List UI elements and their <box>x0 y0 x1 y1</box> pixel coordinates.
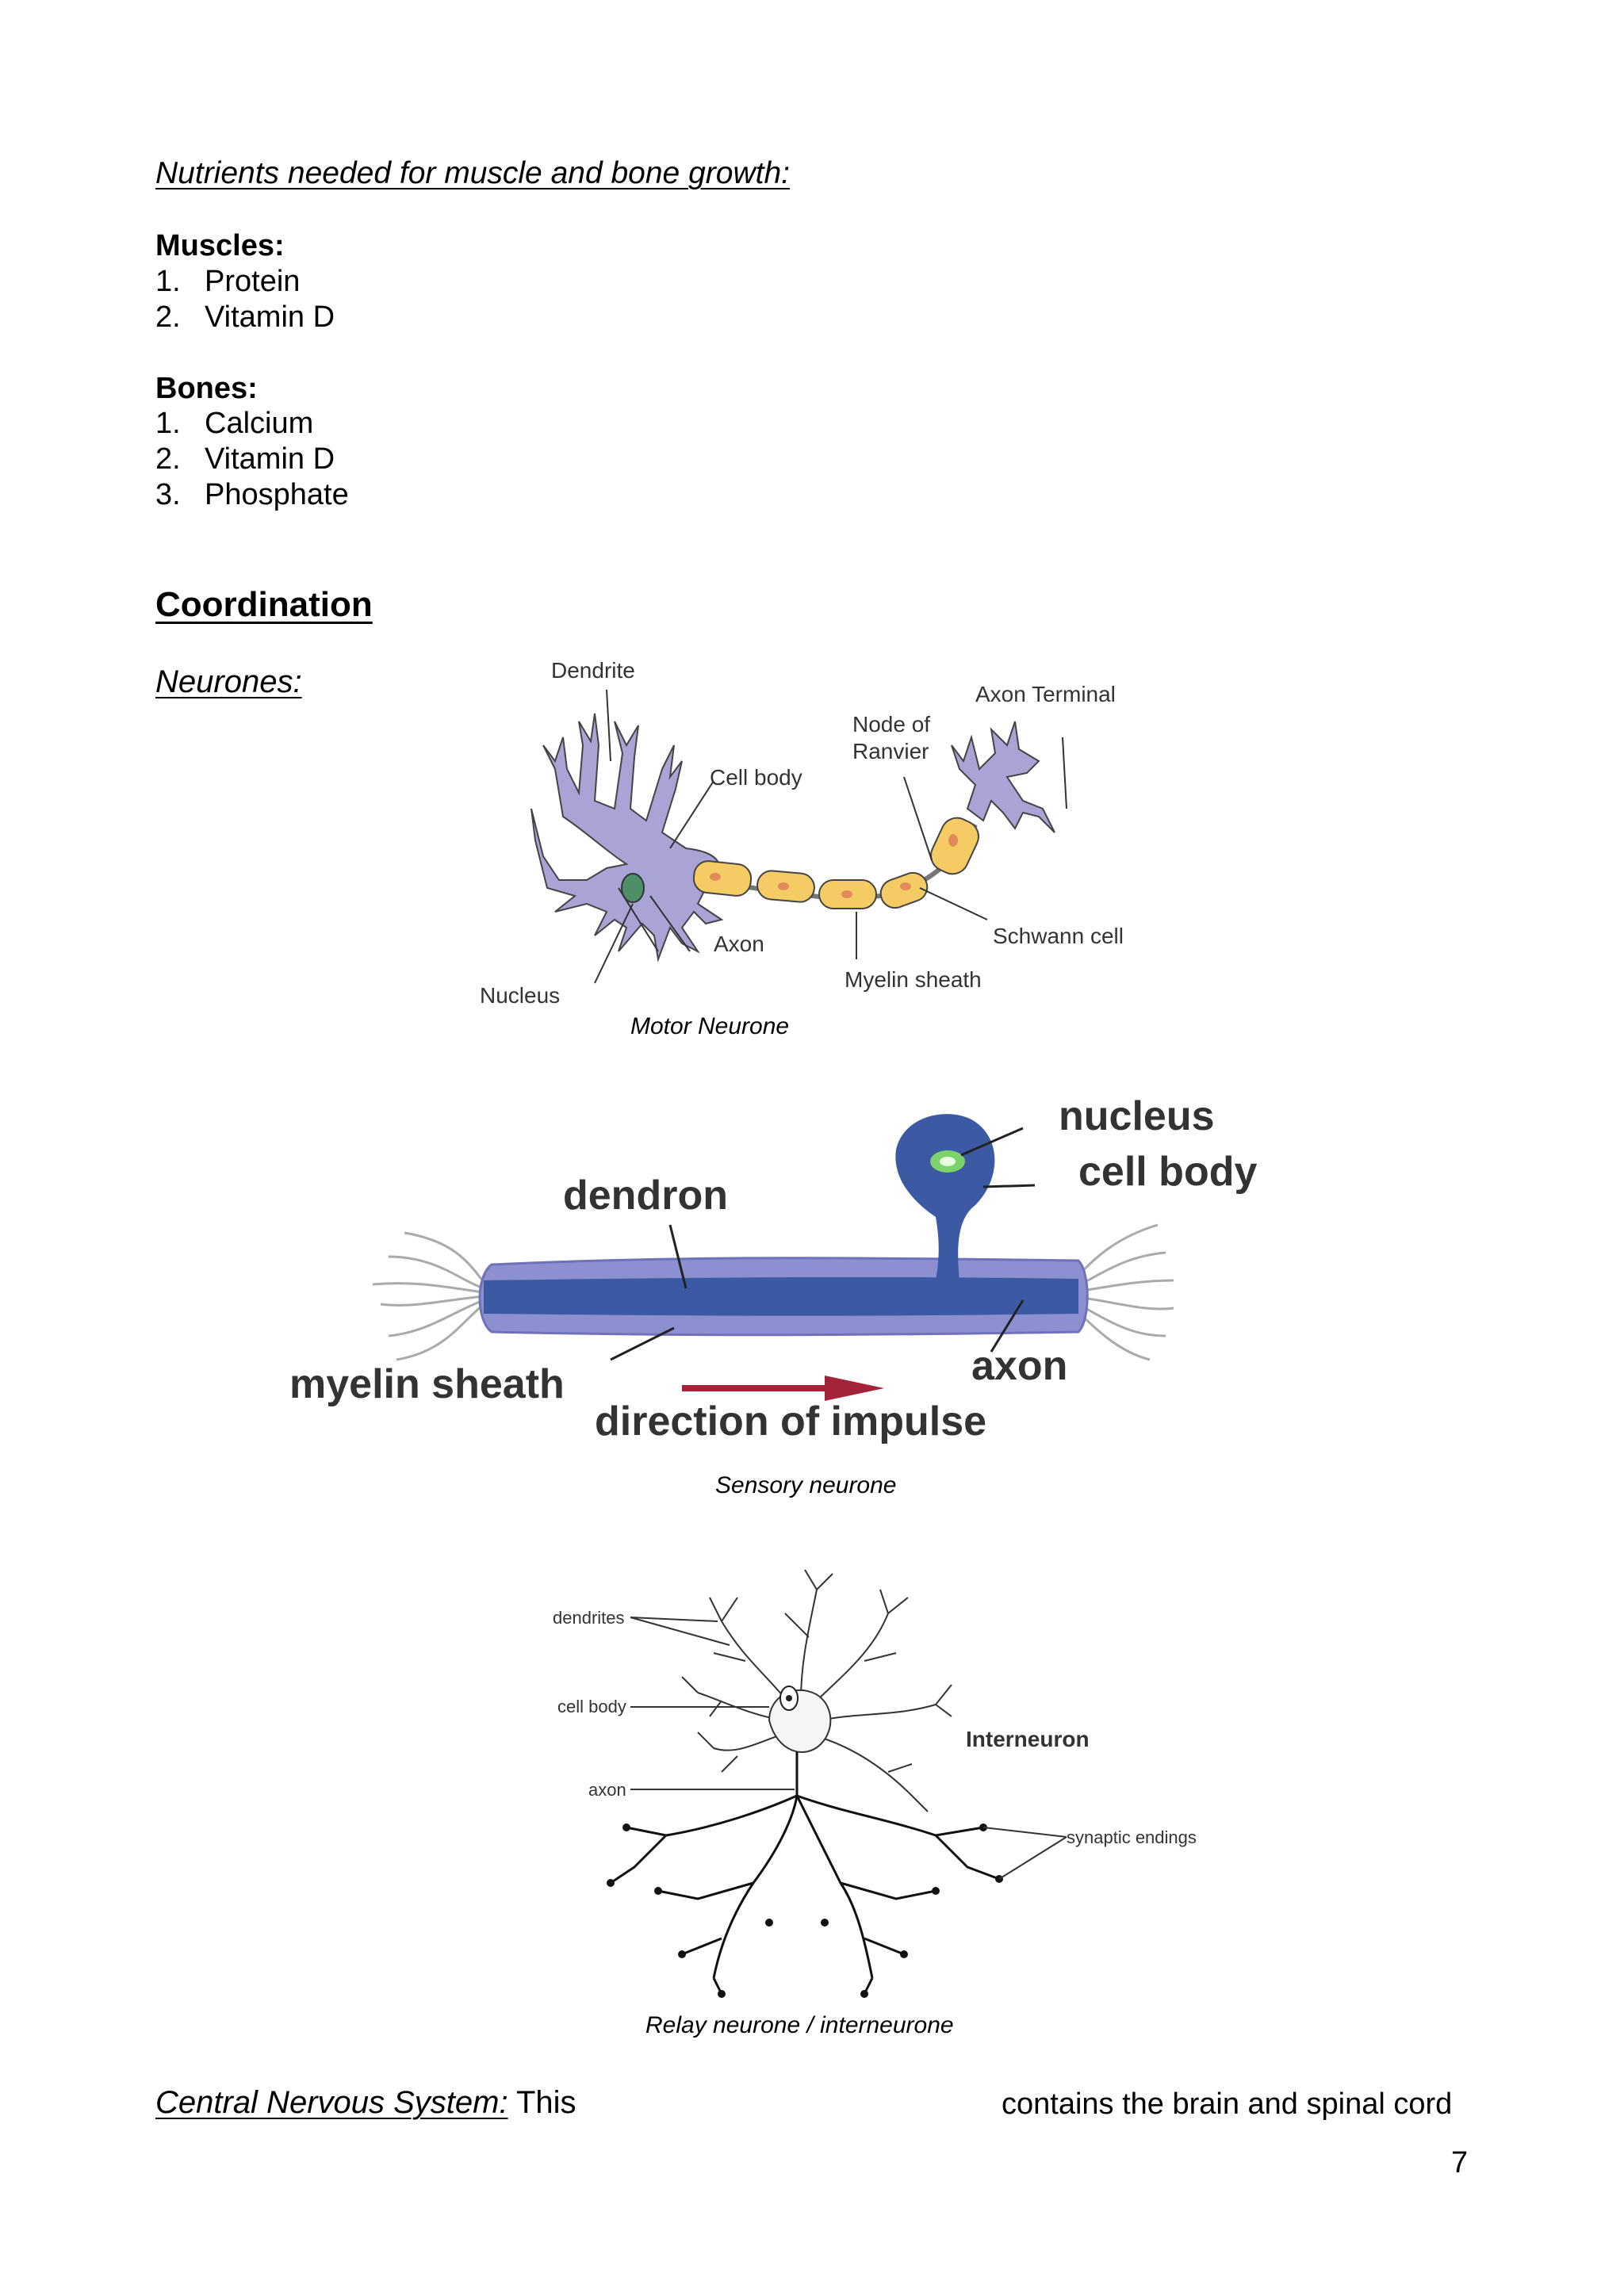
label-node-of-ranvier-1: Node of <box>852 712 930 737</box>
list-item: 2.Vitamin D <box>155 300 335 334</box>
motor-neurone-diagram: Dendrite Axon Terminal Node of Ranvier C… <box>480 658 1124 1008</box>
label-synaptic-endings: synaptic endings <box>1067 1827 1197 1847</box>
label-axon-terminal: Axon Terminal <box>975 682 1116 706</box>
cns-text-end: contains the brain and spinal cord <box>1002 2087 1453 2121</box>
label-cell-body: Cell body <box>710 765 802 790</box>
list-item: 3.Phosphate <box>155 478 349 511</box>
label-axon: axon <box>971 1343 1067 1389</box>
label-schwann-cell: Schwann cell <box>993 924 1124 948</box>
motor-cell-body <box>530 713 724 962</box>
axon-terminal <box>951 721 1055 833</box>
page-number: 7 <box>1451 2146 1469 2179</box>
motor-neurone-caption: Motor Neurone <box>630 1013 790 1039</box>
cns-line: Central Nervous System: This <box>155 2085 576 2121</box>
label-axon: Axon <box>714 932 764 956</box>
motor-nucleus <box>621 873 645 903</box>
sensory-neurone-diagram: nucleus cell body dendron myelin sheath … <box>289 1098 1257 1445</box>
label-nucleus: Nucleus <box>480 983 560 1008</box>
bones-heading: Bones: <box>155 372 258 405</box>
label-axon: axon <box>588 1780 626 1800</box>
label-myelin-sheath: myelin sheath <box>289 1361 565 1407</box>
list-item: 2.Vitamin D <box>155 442 335 476</box>
cns-text-start: This <box>515 2085 576 2120</box>
sensory-neurone-caption: Sensory neurone <box>715 1472 897 1498</box>
muscles-list: 1.Protein 2.Vitamin D <box>155 264 335 335</box>
relay-cell-body <box>768 1689 832 1753</box>
label-cell-body: cell body <box>557 1697 626 1716</box>
impulse-arrow <box>825 1376 884 1401</box>
muscles-heading: Muscles: <box>155 229 285 262</box>
label-dendrites: dendrites <box>553 1608 625 1628</box>
label-dendron: dendron <box>563 1173 728 1219</box>
coordination-heading: Coordination <box>155 585 373 624</box>
label-nucleus: nucleus <box>1059 1098 1215 1139</box>
label-myelin-sheath: Myelin sheath <box>845 967 982 992</box>
nutrients-heading: Nutrients needed for muscle and bone gro… <box>155 156 790 190</box>
list-item: 1.Protein <box>155 265 301 298</box>
schwann-cells <box>692 817 979 909</box>
label-interneuron: Interneuron <box>966 1727 1090 1751</box>
bones-list: 1.Calcium 2.Vitamin D 3.Phosphate <box>155 406 349 513</box>
label-dendrite: Dendrite <box>551 658 635 683</box>
list-item: 1.Calcium <box>155 407 314 440</box>
cns-heading: Central Nervous System: <box>155 2085 508 2120</box>
relay-neurone-caption: Relay neurone / interneurone <box>645 2012 954 2038</box>
label-cell-body: cell body <box>1078 1149 1257 1195</box>
sensory-cell-body <box>895 1114 995 1280</box>
neurones-heading: Neurones: <box>155 664 302 699</box>
label-node-of-ranvier-2: Ranvier <box>852 739 929 763</box>
label-direction-of-impulse: direction of impulse <box>595 1399 986 1445</box>
relay-neurone-diagram: dendrites cell body axon Interneuron syn… <box>553 1569 1197 1998</box>
